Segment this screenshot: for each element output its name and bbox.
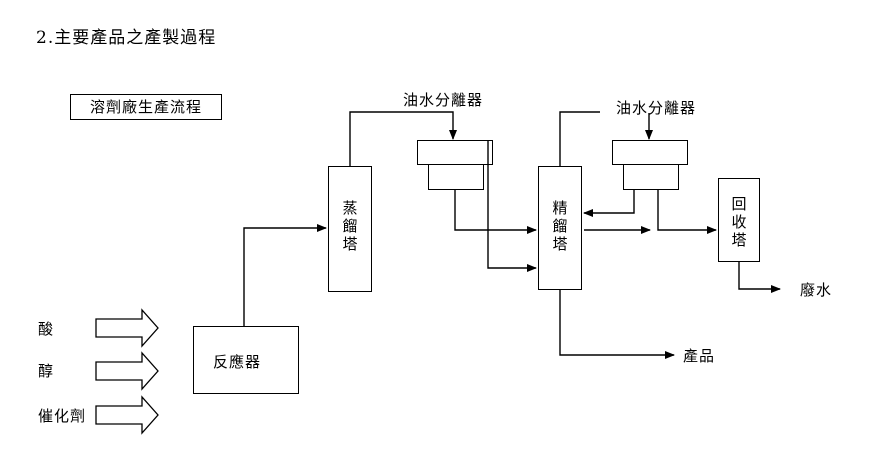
distillation-tower-label-2: 餾 xyxy=(342,217,358,235)
input-arrow-catalyst xyxy=(95,395,159,435)
input-label-alcohol: 醇 xyxy=(38,362,55,380)
rectification-top-line xyxy=(559,111,600,166)
separator-1-label: 油水分離器 xyxy=(403,91,484,109)
page-title: 2.主要產品之產製過程 xyxy=(36,28,217,48)
distillation-to-rectification-lower-line xyxy=(487,140,537,272)
waste-output-label: 廢水 xyxy=(800,281,833,299)
recovery-tower-label-3: 塔 xyxy=(731,231,747,249)
input-arrow-acid xyxy=(95,308,159,348)
separator-1-bottom-box xyxy=(428,164,484,190)
separator-2-bottom-box xyxy=(623,164,679,190)
recovery-tower-label-2: 收 xyxy=(731,213,747,231)
rectification-tower-box xyxy=(538,166,582,290)
process-flow-label: 溶劑廠生產流程 xyxy=(70,94,222,120)
distillation-tower-label-3: 塔 xyxy=(342,235,358,253)
rectification-tower-label-1: 精 xyxy=(552,199,568,217)
separator-2-to-rectification-line xyxy=(583,190,635,217)
separator-2-to-recovery-line xyxy=(657,190,717,234)
rectification-to-product-line xyxy=(559,290,675,359)
distillation-tower-box xyxy=(328,166,372,292)
input-label-catalyst: 催化劑 xyxy=(38,407,87,425)
separator-2-top-box xyxy=(612,140,688,165)
distillation-to-separator-1-line xyxy=(349,111,457,166)
reactor-label: 反應器 xyxy=(213,353,262,371)
recovery-to-waste-line xyxy=(738,262,781,293)
recovery-tower-label-1: 回 xyxy=(731,195,747,213)
product-output-label: 產品 xyxy=(683,347,716,365)
reactor-box xyxy=(193,326,299,394)
reactor-to-distillation-line xyxy=(243,224,327,326)
separator-1-to-rectification-upper-line xyxy=(454,190,537,234)
input-label-acid: 酸 xyxy=(38,320,55,338)
rectification-tower-label-2: 餾 xyxy=(552,217,568,235)
rectification-tower-label-3: 塔 xyxy=(552,235,568,253)
input-arrow-alcohol xyxy=(95,351,159,391)
recovery-tower-box xyxy=(718,178,760,262)
distillation-tower-label-1: 蒸 xyxy=(342,199,358,217)
separator-2-label: 油水分離器 xyxy=(616,99,697,117)
